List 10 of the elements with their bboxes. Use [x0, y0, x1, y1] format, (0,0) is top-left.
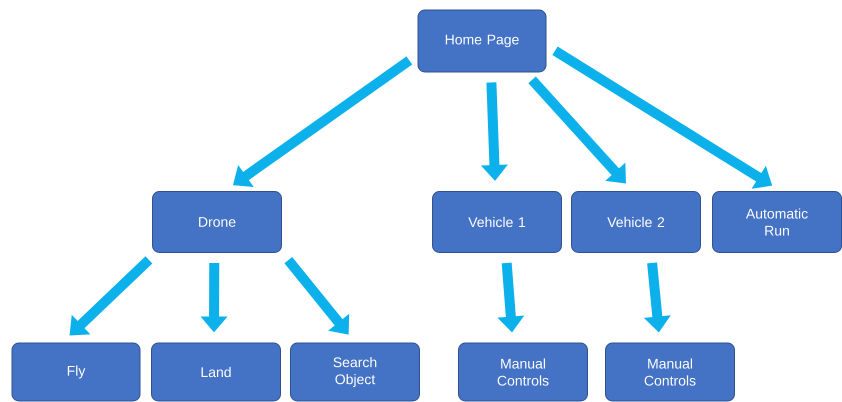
page-box: Manual Controls: [458, 342, 588, 402]
page-box: Vehicle 2: [571, 191, 701, 253]
page-box: Home Page: [418, 10, 546, 72]
page-box: Vehicle 1: [432, 191, 562, 253]
page-box: Fly: [12, 342, 140, 402]
page-box: Search Object: [290, 342, 420, 402]
page-box: Land: [151, 342, 281, 402]
page-box: Manual Controls: [605, 342, 735, 402]
page-box: Automatic Run: [712, 191, 842, 253]
page-box: Drone: [152, 191, 282, 253]
